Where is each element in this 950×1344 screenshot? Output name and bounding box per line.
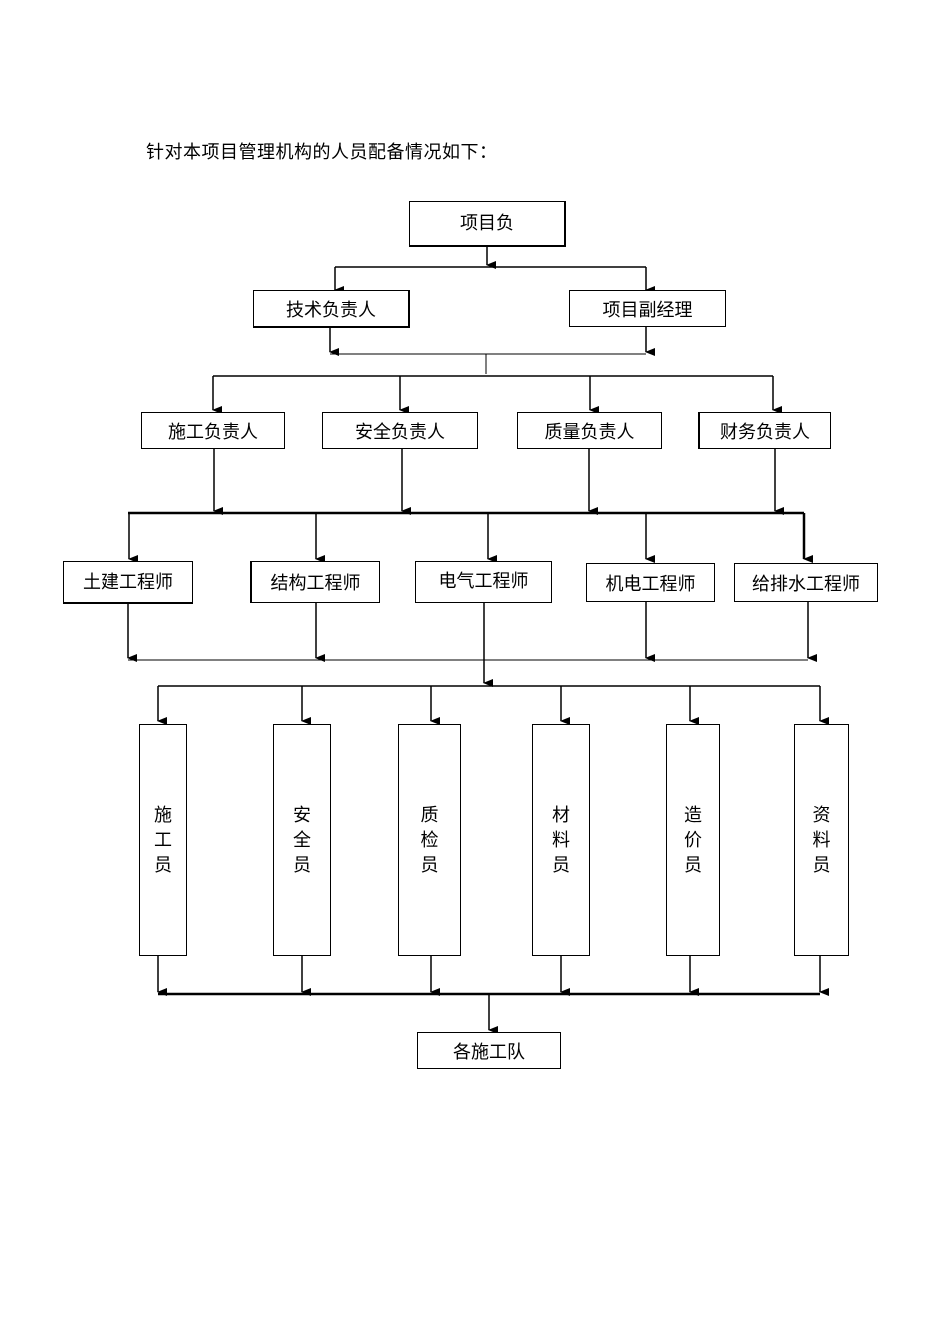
node-mechanical-engineer: 机电工程师	[586, 563, 715, 602]
node-electrical-engineer: 电气工程师	[415, 561, 552, 603]
node-label: 电气工程师	[438, 571, 529, 592]
node-label: 土建工程师	[83, 572, 173, 593]
node-char: 价	[684, 829, 702, 851]
node-char: 员	[552, 854, 570, 876]
node-safety-staff: 安 全 员	[273, 724, 331, 956]
node-document-staff: 资 料 员	[794, 724, 849, 956]
node-char: 员	[420, 854, 439, 876]
node-label: 项目副经理	[602, 299, 693, 321]
node-finance-lead: 财务负责人	[698, 412, 831, 449]
node-char: 全	[293, 829, 311, 851]
node-label: 结构工程师	[270, 573, 361, 594]
node-materials-staff: 材 料 员	[532, 724, 590, 956]
node-quality-lead: 质量负责人	[517, 412, 662, 449]
node-char: 员	[684, 854, 702, 876]
node-project-manager: 项目负	[409, 201, 566, 247]
node-char: 施	[154, 804, 172, 826]
node-safety-lead: 安全负责人	[322, 412, 478, 449]
node-plumbing-engineer: 给排水工程师	[734, 563, 878, 602]
node-construction-lead: 施工负责人	[141, 412, 285, 449]
node-construction-staff: 施 工 员	[139, 724, 187, 956]
node-label: 技术负责人	[286, 299, 376, 321]
node-char: 造	[684, 804, 702, 826]
node-char: 料	[812, 829, 831, 851]
node-char: 材	[552, 804, 570, 826]
node-label: 机电工程师	[605, 573, 696, 595]
node-tech-lead: 技术负责人	[253, 290, 410, 328]
node-structural-engineer: 结构工程师	[250, 561, 380, 603]
node-civil-engineer: 土建工程师	[63, 561, 193, 604]
node-char: 安	[293, 804, 311, 826]
node-char: 料	[552, 829, 570, 851]
node-label: 项目负	[460, 213, 514, 234]
node-char: 员	[293, 854, 311, 876]
node-deputy-manager: 项目副经理	[569, 290, 726, 327]
node-label: 施工负责人	[168, 421, 258, 443]
node-label: 各施工队	[453, 1041, 525, 1063]
intro-text: 针对本项目管理机构的人员配备情况如下：	[146, 142, 498, 163]
node-construction-teams: 各施工队	[417, 1032, 561, 1069]
node-char: 检	[420, 829, 439, 851]
node-char: 资	[812, 804, 831, 826]
node-label: 质量负责人	[544, 421, 635, 443]
node-cost-staff: 造 价 员	[666, 724, 720, 956]
node-char: 工	[154, 829, 172, 851]
node-char: 员	[812, 854, 831, 876]
node-label: 财务负责人	[720, 421, 810, 443]
node-inspection-staff: 质 检 员	[398, 724, 461, 956]
node-char: 员	[154, 854, 172, 876]
node-label: 安全负责人	[355, 421, 445, 443]
node-char: 质	[420, 804, 439, 826]
node-label: 给排水工程师	[752, 573, 860, 595]
